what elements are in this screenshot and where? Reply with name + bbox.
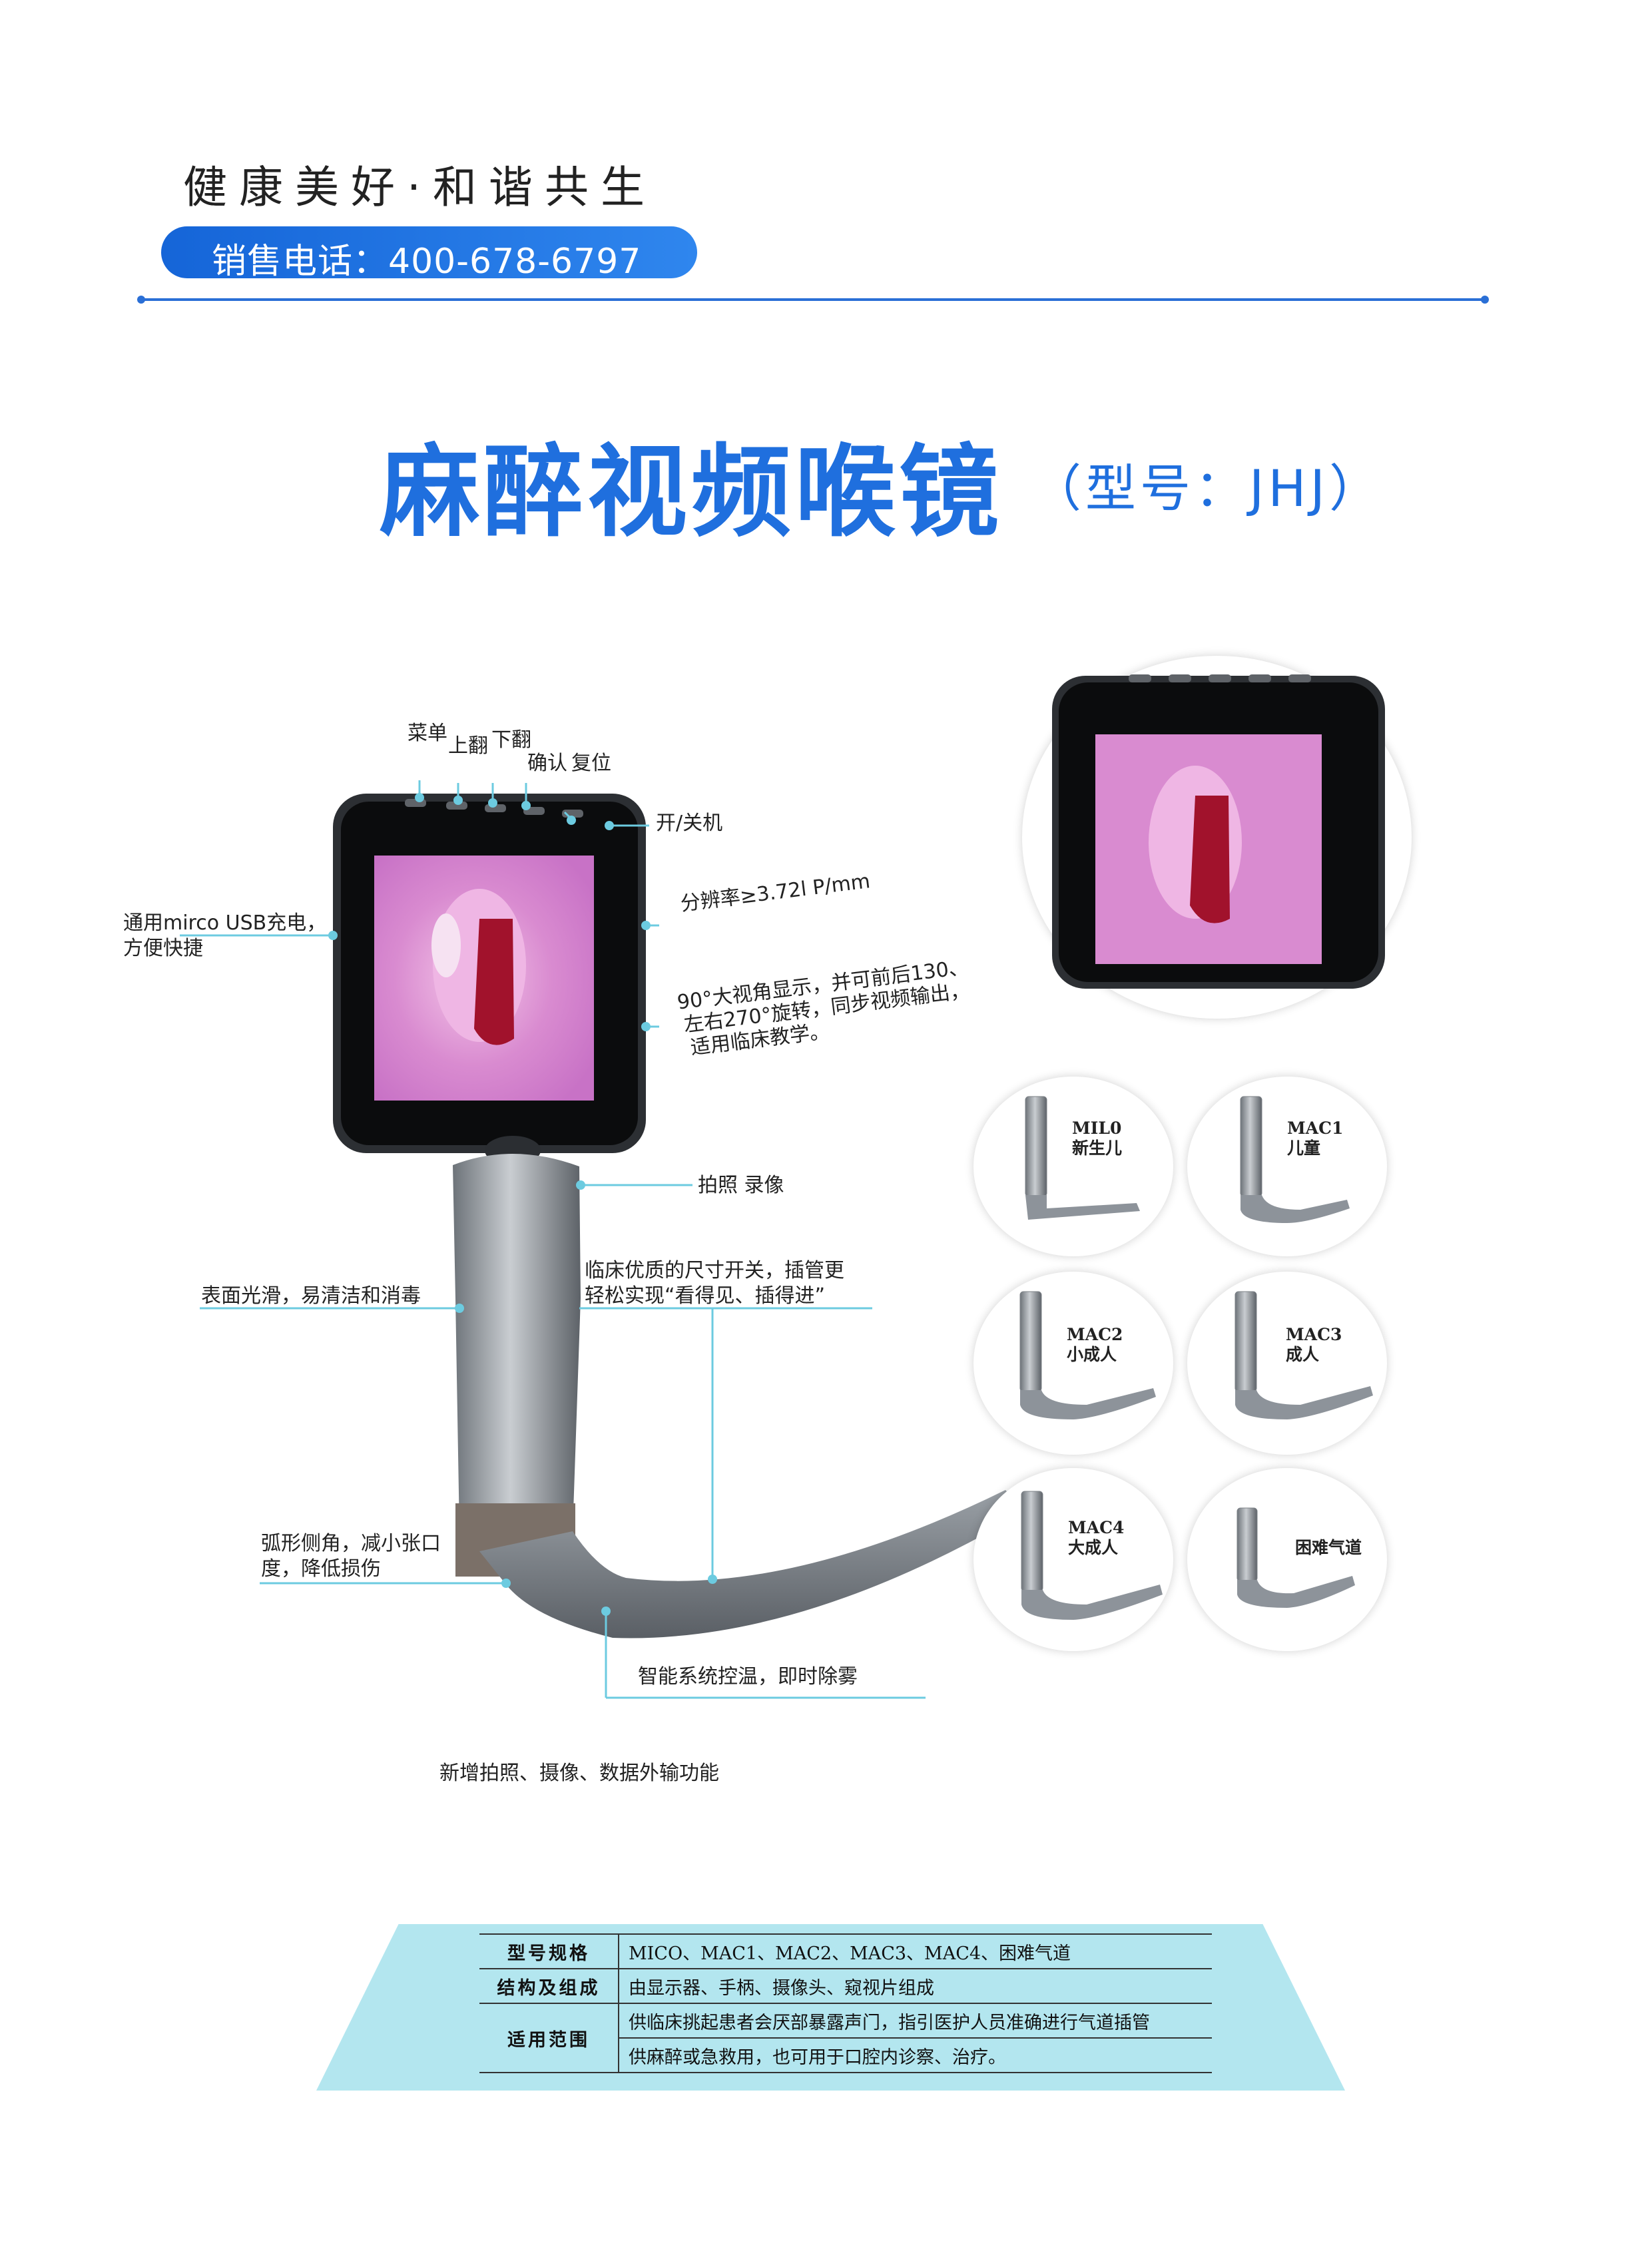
slogan: 健康美好·和谐共生: [183, 162, 657, 213]
blade-option: MAC2 小成人: [973, 1272, 1173, 1455]
blade-option: MIL0 新生儿: [973, 1077, 1173, 1256]
monitor: [333, 794, 646, 1153]
label-size-1: 临床优质的尺寸开关，插管更: [585, 1259, 844, 1282]
phone-pill: [161, 226, 697, 278]
spec-key: 型号规格: [479, 1933, 619, 1969]
spec-value: MICO、MAC1、MAC2、MAC3、MAC4、困难气道: [619, 1933, 1212, 1969]
header-divider: [140, 298, 1486, 301]
label-page-down: 下翻: [491, 728, 531, 752]
blade-desc: 困难气道: [1295, 1538, 1362, 1557]
feature-note: 新增拍照、摄像、数据外输功能: [439, 1762, 719, 1785]
blade-code: MAC1: [1287, 1119, 1344, 1138]
label-confirm: 确认: [527, 752, 567, 775]
blade-desc: 成人: [1286, 1345, 1320, 1364]
spec-table: 型号规格 MICO、MAC1、MAC2、MAC3、MAC4、困难气道 结构及组成…: [479, 1933, 1212, 2073]
spec-value: 由显示器、手柄、摄像头、窥视片组成: [619, 1968, 1212, 2004]
label-reset: 复位: [571, 752, 611, 775]
blade-desc: 小成人: [1067, 1345, 1117, 1364]
label-page-up: 上翻: [448, 734, 488, 758]
spec-key: 结构及组成: [479, 1968, 619, 2004]
blade-desc: 儿童: [1287, 1138, 1321, 1158]
product-title: 麻醉视频喉镜: [380, 435, 1003, 551]
blade-code: MIL0: [1072, 1119, 1122, 1138]
label-size-2: 轻松实现“看得见、插得进”: [585, 1284, 826, 1308]
sales-phone[interactable]: 销售电话：400-678-6797: [212, 242, 642, 282]
table-row: 供麻醉或急救用，也可用于口腔内诊察、治疗。: [479, 2037, 1212, 2073]
blade-desc: 新生儿: [1072, 1138, 1123, 1158]
label-temperature: 智能系统控温，即时除雾: [638, 1665, 858, 1688]
screen-closeup: [1022, 656, 1412, 1019]
divider-dot-right: [1481, 296, 1489, 304]
blade-option: MAC1 儿童: [1187, 1077, 1387, 1256]
blade-code: MAC3: [1286, 1325, 1342, 1344]
label-power: 开/关机: [656, 812, 723, 835]
blade-option: 困难气道: [1187, 1468, 1387, 1651]
table-row: 适用范围 供临床挑起患者会厌部暴露声门，指引医护人员准确进行气道插管: [479, 2003, 1212, 2073]
label-arc-1: 弧形侧角，减小张口: [261, 1532, 441, 1555]
product-model: （型号：JHJ）: [1031, 459, 1384, 518]
label-menu: 菜单: [408, 722, 447, 745]
label-photo: 拍照 录像: [698, 1174, 784, 1197]
divider-dot-left: [137, 296, 145, 304]
blade-code: MAC2: [1067, 1325, 1123, 1344]
spec-value: 供临床挑起患者会厌部暴露声门，指引医护人员准确进行气道插管: [619, 2003, 1212, 2039]
blade-option: MAC3 成人: [1187, 1272, 1387, 1455]
label-surface: 表面光滑，易清洁和消毒: [201, 1284, 421, 1308]
table-row: 型号规格 MICO、MAC1、MAC2、MAC3、MAC4、困难气道: [479, 1933, 1212, 1969]
label-usb-1: 通用mirco USB充电，: [123, 911, 327, 935]
blade-code: MAC4: [1068, 1518, 1125, 1537]
table-row: 结构及组成 由显示器、手柄、摄像头、窥视片组成: [479, 1968, 1212, 2004]
blade-option: MAC4 大成人: [973, 1468, 1173, 1651]
label-usb-2: 方便快捷: [123, 937, 203, 960]
label-arc-2: 度，降低损伤: [261, 1557, 381, 1581]
spec-key: 适用范围: [479, 2003, 619, 2073]
blade-desc: 大成人: [1068, 1538, 1119, 1557]
spec-value: 供麻醉或急救用，也可用于口腔内诊察、治疗。: [619, 2037, 1212, 2073]
